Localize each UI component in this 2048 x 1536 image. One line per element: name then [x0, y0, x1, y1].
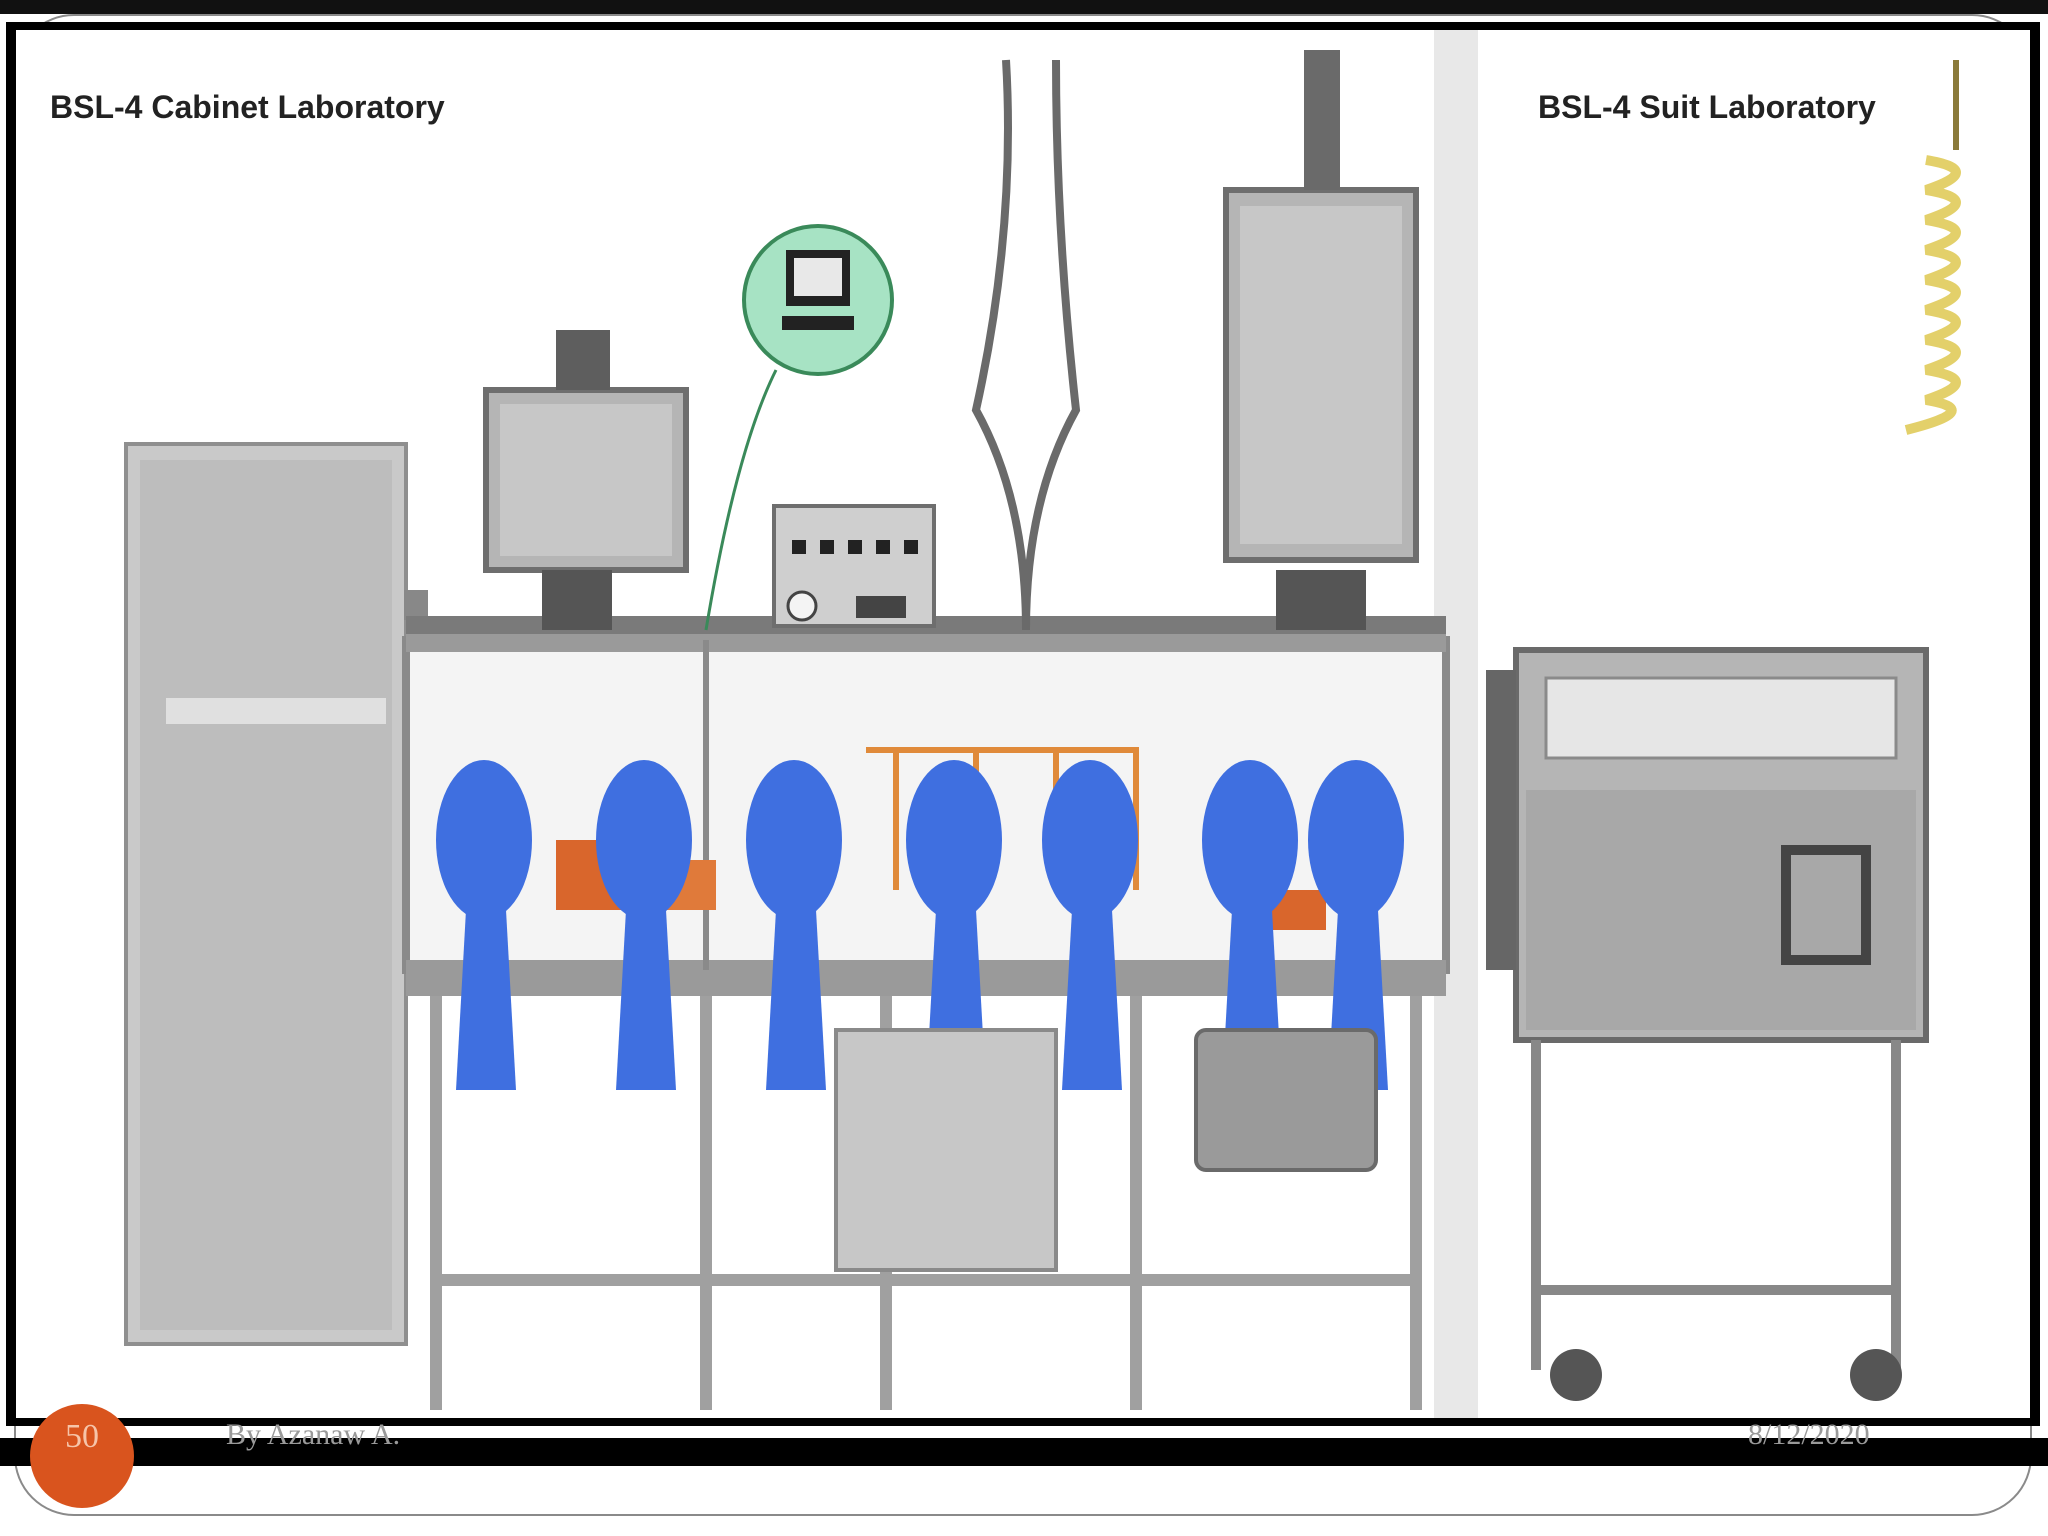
- control-software-icon: [704, 224, 894, 631]
- air-supply-hose: [971, 59, 1081, 631]
- center-base-unit: [834, 1028, 1058, 1272]
- bottom-border-bar: [0, 1438, 2048, 1466]
- hepa-filter-right: [1223, 50, 1419, 630]
- glove-3: [746, 760, 842, 1090]
- cabinet-lab-title: BSL-4 Cabinet Laboratory: [50, 89, 445, 125]
- footer-author: By Azanaw A.: [226, 1418, 401, 1451]
- slide-number-badge: [30, 1404, 134, 1508]
- suit-air-supply-coil: [1904, 60, 1961, 435]
- lab-illustration: BSL-4 Cabinet Laboratory BSL-4 Suit Labo…: [16, 30, 2030, 1418]
- waste-container: [1194, 1028, 1378, 1172]
- glove-1: [436, 760, 532, 1090]
- control-panel: [772, 504, 936, 628]
- glove-2: [596, 760, 692, 1090]
- glove-ports: [436, 760, 1404, 1090]
- slide-number: 50: [65, 1418, 99, 1455]
- glove-5: [1042, 760, 1138, 1090]
- transport-cart: [1486, 647, 1929, 1401]
- footer-date: 8/12/2020: [1748, 1418, 1870, 1451]
- bsl4-lab-figure: BSL-4 Cabinet Laboratory BSL-4 Suit Labo…: [6, 22, 2040, 1426]
- top-border-bar: [0, 0, 2048, 14]
- suit-lab-title: BSL-4 Suit Laboratory: [1538, 89, 1876, 125]
- hepa-filter-left: [483, 330, 689, 630]
- pass-through-cabinet: [124, 442, 428, 1346]
